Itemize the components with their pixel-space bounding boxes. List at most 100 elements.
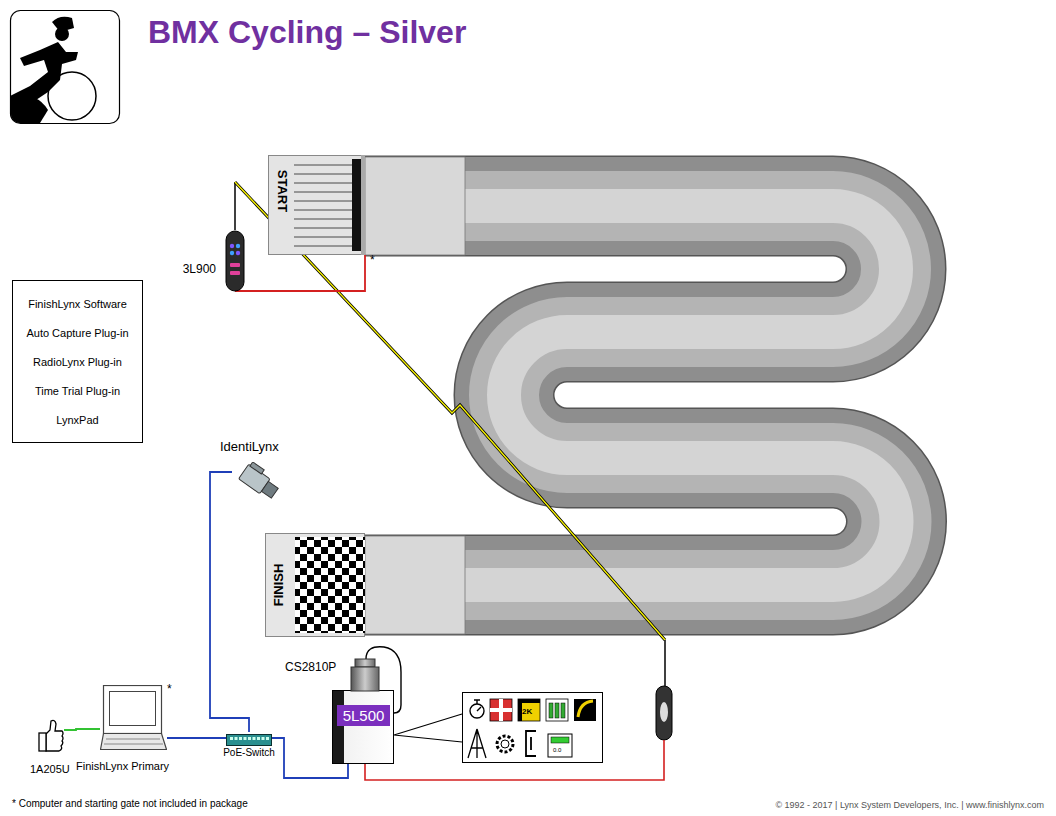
node-label: LynxPad — [56, 414, 98, 426]
software-list-box: FinishLynx SoftwareAuto Capture Plug-inR… — [12, 280, 143, 443]
camera-cables-part — [394, 714, 462, 742]
network-switch-art-part-part — [239, 737, 242, 740]
sport-icon-part-part — [11, 95, 48, 123]
accessory-panel-part — [526, 731, 536, 756]
start-gate-art-part-part — [294, 174, 352, 175]
camera-cables — [365, 647, 664, 780]
race-track-part — [365, 536, 465, 634]
cable-connector — [235, 255, 365, 291]
handheld-trigger-art-part-part — [39, 733, 46, 751]
start-gate-art-part-part — [269, 156, 365, 255]
network-switch-art-part-part — [262, 737, 265, 740]
photo-finish-camera-lens-part-part — [355, 659, 375, 667]
radio-transmitter: 3L900 — [225, 230, 245, 292]
start-gate-art-part-part — [294, 228, 352, 229]
radio-transmitter-art-part — [225, 230, 245, 292]
radio-transmitter-art-part-part — [236, 244, 240, 248]
handheld-trigger-art — [36, 718, 64, 752]
node-label: RadioLynx Plug-in — [33, 356, 122, 368]
node-label: 5L500 — [337, 705, 390, 726]
start-gate-art-part-part — [294, 237, 352, 238]
race-track — [365, 157, 897, 634]
handheld-trigger-art-part-part — [46, 720, 63, 751]
start-gate-art-part-part — [294, 210, 352, 211]
identification-camera-art — [232, 462, 282, 502]
finish-line: FINISH — [265, 533, 365, 637]
radio-transmitter-art-part-part — [230, 263, 240, 267]
radio-link-part — [664, 640, 666, 686]
accessory-panel-part — [578, 701, 593, 717]
finish-line-art-part-part — [295, 537, 365, 633]
laptop-computer-art — [100, 685, 167, 751]
network-switch-art-part-part — [266, 737, 269, 740]
text-label: 0.0 — [553, 747, 561, 753]
accessory-panel-part — [549, 703, 553, 718]
start-gate: START — [268, 155, 365, 255]
diagram-title: BMX Cycling – Silver — [148, 14, 466, 51]
photo-finish-camera-lens-part — [347, 658, 383, 692]
identification-camera-art-part-part-part — [250, 462, 264, 474]
sport-icon-part-part — [55, 27, 69, 41]
accessory-panel-part — [490, 708, 512, 712]
accessory-panel-part — [490, 699, 512, 721]
start-gate-art-part-part — [294, 183, 352, 184]
network-switch-art-part-part — [253, 737, 256, 740]
accessory-panel-part — [546, 699, 568, 721]
network-switch-art-part-part — [235, 737, 238, 740]
handheld-trigger-art-part — [36, 718, 64, 752]
accessory-panel-part — [574, 699, 596, 721]
start-gate-art-part-part — [361, 155, 365, 255]
laptop-computer: FinishLynx Primary — [100, 685, 167, 751]
identification-camera-art-part-part-part — [262, 481, 279, 498]
node-label: IdentiLynx — [220, 439, 279, 454]
start-gate-art-part-part — [294, 192, 352, 193]
sport-icon-part — [11, 11, 120, 124]
accessory-panel-part — [555, 703, 559, 718]
radio-transmitter-art-part-part — [226, 231, 244, 291]
start-gate-art-part-part — [294, 246, 352, 247]
text-label: * — [167, 682, 172, 696]
laptop-computer-art-part-part — [104, 744, 163, 745]
network-switch-art-part-part — [244, 737, 247, 740]
cable-connector — [64, 729, 100, 730]
network-switch: PoE-Switch — [226, 732, 272, 744]
accessory-panel-part — [561, 703, 565, 718]
radio-transmitter-art-part-part — [230, 271, 240, 275]
accessory-panel-part — [551, 737, 569, 743]
cable-connector — [210, 472, 249, 732]
accessory-panel-part — [501, 740, 509, 748]
handheld-trigger: 1A205U — [36, 718, 64, 752]
node-label: 1A205U — [30, 763, 70, 775]
race-track-part — [365, 157, 465, 255]
start-gate-art-part-part — [294, 201, 352, 202]
node-label: Auto Capture Plug-in — [26, 327, 128, 339]
start-gate-art-part-part — [294, 165, 352, 166]
identification-camera-art-part-part — [238, 462, 282, 501]
laptop-computer-art-part-part — [110, 692, 156, 726]
accessory-panel-part — [468, 729, 486, 758]
text-label: * Computer and starting gate not include… — [12, 798, 248, 809]
accessory-panel-part — [518, 699, 540, 721]
node-label: FinishLynx Software — [28, 298, 127, 310]
sport-icon — [10, 11, 120, 124]
node-label: 3L900 — [183, 262, 216, 276]
node-label: CS2810P — [285, 660, 336, 674]
laptop-computer-art-part-part — [104, 686, 162, 734]
radio-link-part — [656, 686, 672, 740]
radio-transmitter-art-part-part — [230, 244, 234, 248]
photo-finish-camera-lens-part-part — [351, 667, 379, 691]
node-label: Time Trial Plug-in — [35, 385, 120, 397]
laptop-computer-art-part-part — [101, 734, 167, 750]
start-gate-art-part-part — [294, 219, 352, 220]
accessory-panel-part — [497, 736, 513, 752]
radio-link-part — [660, 702, 668, 722]
radio-transmitter-art-part-part — [230, 251, 234, 255]
network-switch-art-part-part — [248, 737, 251, 740]
text-label: 2K — [522, 707, 532, 716]
node-label: FinishLynx Primary — [76, 760, 169, 772]
text-label: © 1992 - 2017 | Lynx System Developers, … — [775, 800, 1044, 810]
cable-connector — [167, 737, 226, 739]
photo-finish-camera: CS2810P5L500 — [332, 690, 394, 764]
race-track-part — [365, 206, 897, 585]
